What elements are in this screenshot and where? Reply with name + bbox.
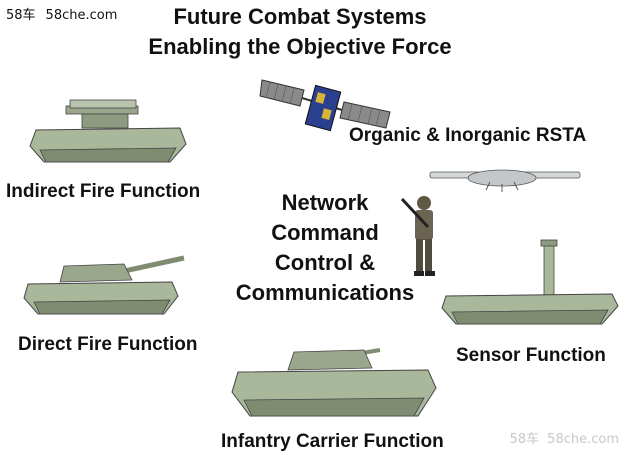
infantry-carrier-vehicle-icon: [231, 348, 437, 417]
center-line-3: Control &: [274, 250, 376, 275]
satellite-icon: [259, 79, 391, 132]
center-line-1: Network: [281, 190, 369, 215]
rsta-label: Organic & Inorganic RSTA: [349, 125, 587, 146]
soldier-icon: [400, 196, 435, 276]
center-line-4: Communications: [235, 280, 415, 305]
title-line-2: Enabling the Objective Force: [148, 34, 452, 59]
sensor-vehicle-icon: [441, 239, 619, 325]
watermark-bottom-url: 58che.com: [547, 432, 619, 447]
watermark-cn: 58车: [6, 8, 36, 23]
title-line-1: Future Combat Systems: [173, 4, 427, 29]
watermark-top: 58车 58che.com: [6, 4, 127, 23]
sensor-label: Sensor Function: [456, 345, 606, 366]
uav-icon: [429, 169, 581, 192]
infantry-carrier-label: Infantry Carrier Function: [221, 431, 444, 452]
direct-fire-vehicle-icon: [23, 255, 185, 315]
network-command-text: Network Command Control & Communications: [210, 188, 440, 308]
direct-fire-label: Direct Fire Function: [18, 334, 198, 355]
center-line-2: Command: [271, 220, 379, 245]
watermark-bottom: 58车 58che.com: [502, 428, 619, 447]
indirect-fire-label: Indirect Fire Function: [6, 181, 201, 202]
watermark-bottom-cn: 58车: [509, 432, 540, 447]
watermark-url: 58che.com: [45, 8, 118, 23]
indirect-fire-vehicle-icon: [29, 99, 187, 163]
